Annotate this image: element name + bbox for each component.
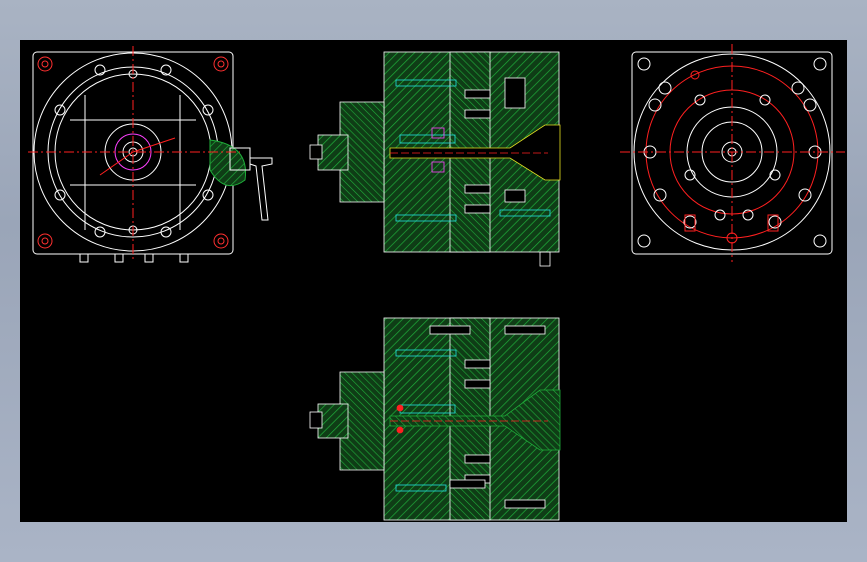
left-red-leader <box>99 137 176 176</box>
bottom-seal-dots <box>396 404 404 434</box>
top-bottom-stub <box>539 251 551 267</box>
left-lever <box>249 157 273 221</box>
bottom-runner <box>389 389 561 451</box>
left-bottom-bolts <box>79 253 189 263</box>
top-runner <box>389 124 561 181</box>
bottom-slots <box>429 325 546 509</box>
right-centerlines <box>620 44 845 262</box>
left-centerlines <box>28 46 240 262</box>
left-bolt-holes <box>54 64 214 238</box>
right-corner-bolts <box>637 57 827 248</box>
bottom-section-view[interactable] <box>309 317 561 521</box>
top-seals <box>431 127 445 173</box>
top-nozzle-head <box>317 134 349 171</box>
right-plan-view[interactable] <box>620 44 845 262</box>
top-ejector-pins <box>395 79 551 222</box>
bottom-nozzle-head <box>317 403 349 439</box>
left-side-lug <box>209 139 247 187</box>
left-plan-view[interactable] <box>28 46 273 263</box>
left-corner-bolts <box>37 56 229 249</box>
bottom-nozzle-tip <box>309 411 323 429</box>
top-section-view[interactable] <box>309 51 561 267</box>
top-slots <box>464 77 526 214</box>
top-nozzle-tip <box>309 144 323 160</box>
